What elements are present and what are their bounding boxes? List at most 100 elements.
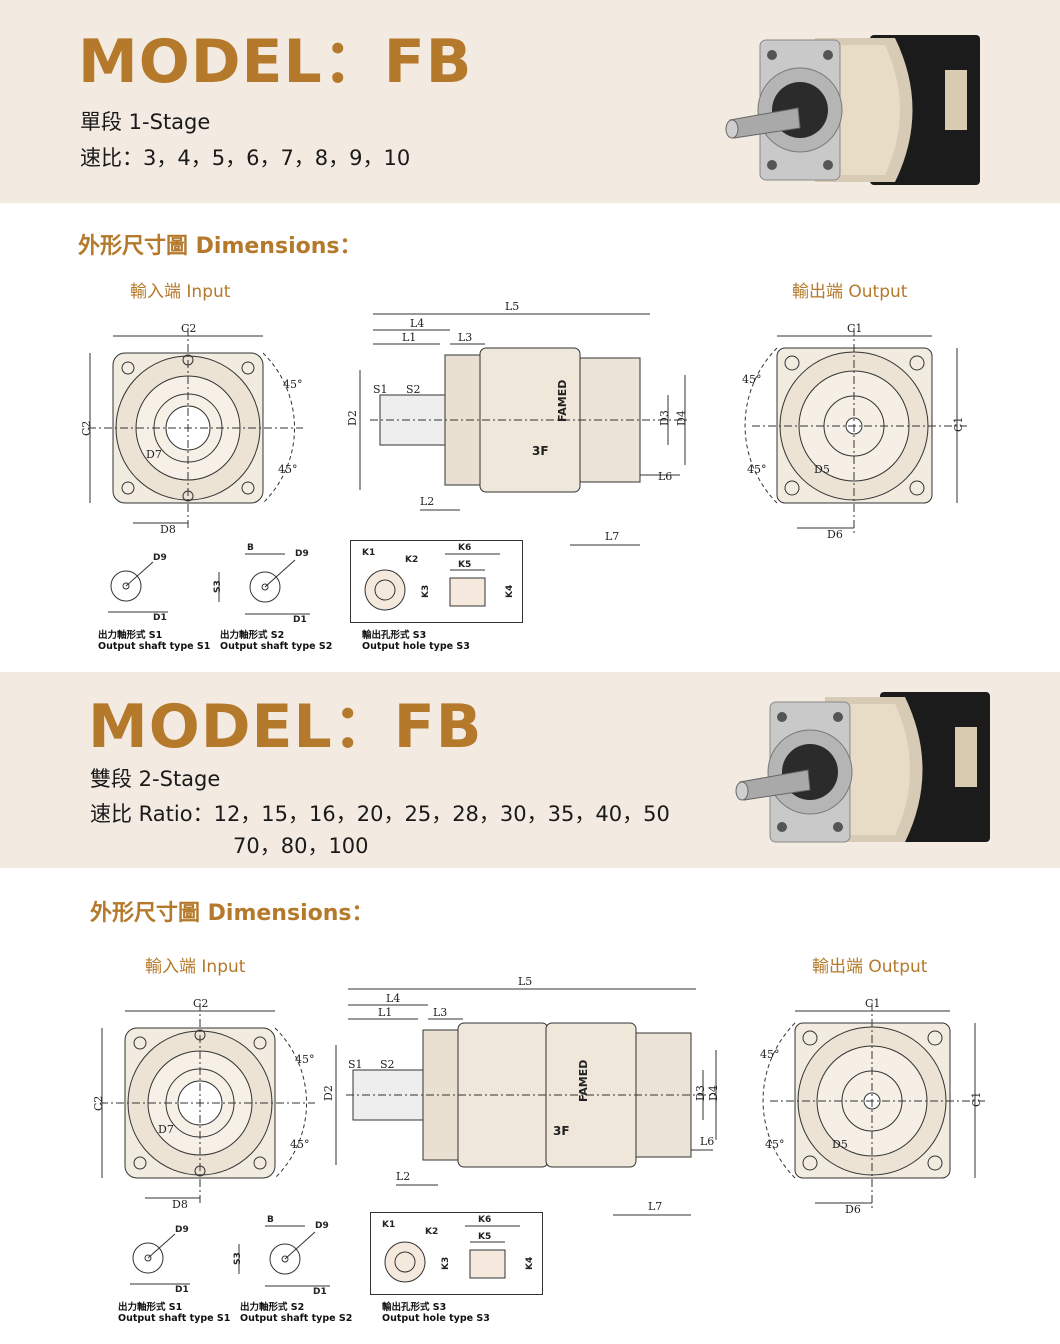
product-nameplate [945,70,967,130]
shaft-type-s2-sketch: B S3 D9 D1 [213,543,310,625]
angle-label: 45° [760,1048,780,1061]
ratio-line-continued: 70，80，100 [233,834,369,858]
dim-label-d9: D9 [295,549,309,559]
dim-label-l6: L6 [658,470,672,483]
dim-label-k1: K1 [362,548,375,558]
dim-label-l4: L4 [410,317,424,330]
dimensions-heading: 外形尺寸圖 Dimensions： [90,901,374,926]
dim-label-k6: K6 [458,543,471,553]
dimensions-heading: 外形尺寸圖 Dimensions： [78,234,362,259]
dim-label-l1: L1 [378,1006,392,1019]
dim-label-d7: D7 [158,1123,174,1136]
dim-label-d5: D5 [814,463,830,476]
dim-label-d2: D2 [346,410,359,426]
hole-type-s3-sketch: K1 K2 K6 K5 K3 K4 [370,1212,543,1295]
dim-label-l5: L5 [518,975,532,988]
dim-label-d8: D8 [160,523,176,536]
dim-label-b: B [247,543,254,553]
dim-label-c2-top: C2 [193,997,208,1010]
dim-label-s1: S1 [348,1058,363,1071]
dim-label-k2: K2 [405,555,418,565]
shaft-type-s1-sketch: D9 D1 [130,1225,190,1295]
dim-label-k1: K1 [382,1220,395,1230]
angle-label: 45° [765,1138,785,1151]
dim-label-d9: D9 [175,1225,189,1235]
dim-label-c1-side: C1 [970,1092,983,1107]
angle-label: 45° [747,463,767,476]
dim-label-d9: D9 [153,553,167,563]
dim-label-s2: S2 [406,383,421,396]
dim-label-c2-top: C2 [181,322,196,335]
angle-label: 45° [742,373,762,386]
input-end-view-drawing: C2 C2 D7 D8 45° 45° [92,997,315,1211]
dim-label-l4: L4 [386,992,400,1005]
output-view-label: 輸出端 Output [812,957,928,977]
dim-label-k5: K5 [458,560,471,570]
dim-label-d1: D1 [153,613,167,623]
dim-label-b: B [267,1215,274,1225]
dim-label-k5: K5 [478,1232,491,1242]
dim-label-d3: D3 [658,410,671,426]
ratio-line: 速比 Ratio：12，15，16，20，25，28，30，35，40，50 [90,802,670,826]
dim-label-l7: L7 [605,530,619,543]
output-end-view-drawing: C1 C1 D5 D6 45° 45° [742,322,967,541]
output-end-view-drawing: C1 C1 D5 D6 45° 45° [760,997,985,1216]
stage-label: 雙段 2-Stage [90,767,221,791]
angle-label: 45° [278,463,298,476]
dim-label-s2: S2 [380,1058,395,1071]
dim-label-s1: S1 [373,383,388,396]
dim-label-l5: L5 [505,300,519,313]
dim-label-d6: D6 [827,528,843,541]
dim-label-d8: D8 [172,1198,188,1211]
dim-label-d9: D9 [315,1221,329,1231]
brand-logo: 3F [532,444,549,458]
dim-label-l6: L6 [700,1135,714,1148]
angle-label: 45° [295,1053,315,1066]
side-view-drawing: 3F FAMED L5 L4 L1 L3 S1 S2 L2 L7 L6 D2 D… [322,975,720,1216]
dim-label-k4: K4 [525,1257,535,1270]
product-nameplate [955,727,977,787]
dim-label-d6: D6 [845,1203,861,1216]
dim-label-c1-top: C1 [865,997,880,1010]
dim-label-l2: L2 [396,1170,410,1183]
dim-label-l3: L3 [433,1006,447,1019]
dim-label-d1: D1 [313,1287,327,1297]
dim-label-k4: K4 [505,585,515,598]
gearbox-product-photo [725,35,980,185]
dim-label-l2: L2 [420,495,434,508]
dim-label-d1: D1 [293,615,307,625]
dim-label-d4: D4 [707,1085,720,1101]
dim-label-k3: K3 [421,585,431,598]
shaft-type-s1-sketch: D9 D1 [108,553,168,623]
dim-label-c1-top: C1 [847,322,862,335]
dim-label-d2: D2 [322,1085,335,1101]
brand-name: FAMED [577,1060,590,1102]
brand-name: FAMED [556,380,569,422]
dim-label-d5: D5 [832,1138,848,1151]
dim-label-c1-side: C1 [952,417,965,432]
dim-label-l7: L7 [648,1200,662,1213]
shaft-type-s2-sketch: B S3 D9 D1 [233,1215,330,1297]
dim-label-d1: D1 [175,1285,189,1295]
dim-label-c2-side: C2 [80,421,93,436]
angle-label: 45° [283,378,303,391]
dim-label-d3: D3 [694,1085,707,1101]
dim-label-l1: L1 [402,331,416,344]
hole-type-s3-sketch: K1 K2 K6 K5 K3 K4 [350,540,523,623]
output-view-label: 輸出端 Output [792,282,908,302]
input-end-view-drawing: C2 C2 D7 D8 45° 45° [80,322,303,536]
angle-label: 45° [290,1138,310,1151]
model-title: MODEL：FB [78,27,473,97]
brand-logo: 3F [553,1124,570,1138]
dim-label-c2-side: C2 [92,1096,105,1111]
dim-label-s3: S3 [233,1252,243,1265]
dim-label-k6: K6 [478,1215,491,1225]
dim-label-l3: L3 [458,331,472,344]
dim-label-s3: S3 [213,580,223,593]
